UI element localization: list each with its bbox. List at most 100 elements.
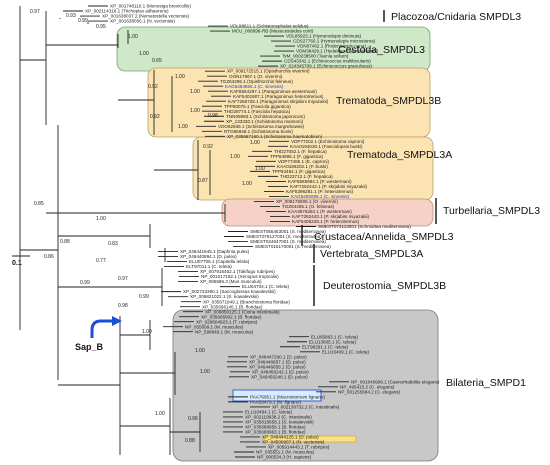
label-trematoda-b: Trematoda_SMPDL3B [336,95,441,107]
bootstrap-value: 0.99 [139,294,149,300]
leaf-label: ELT98291.1 (C. teleta) [302,344,349,349]
bootstrap-value: 0.95 [96,24,106,30]
leaf-label: OON17967.1 (O. viverrini) [229,74,283,79]
leaf-label: NP_495415.2 (C. elegans) [340,384,395,389]
leaf-label: XP_133330.1 (Schistosoma mansoni) [226,119,304,124]
leaf-label: KAF8564287.1 (Paragonimus westermani) [230,89,317,94]
bilateria-box [172,309,439,462]
leaf-label: NP_055099.1 (M. musculus) [185,324,244,329]
leaf-label: XP_024345709.1 (Echinococcus granulosus) [280,64,372,69]
leaf-label: XP_046440894.1 (D. pulex) [180,254,237,259]
leaf-label: SMEST015170001 (S. mediterranea) [255,244,331,249]
leaf-label: ELT97011.1 (C. teleta) [186,264,232,269]
label-vertebrata: Vertebrata_SMPDL3A [320,248,423,260]
leaf-label: XP_035606002.1 (B. floridae) [201,314,262,319]
leaf-label: VDN07462.1 (Rodentolepis nana) [297,44,366,49]
leaf-label: ELU10494.1 (C. teleta) [245,410,292,415]
leaf-label: XP_002733390.1 (Saccoglossus kowalevskii… [183,289,276,294]
bootstrap-value: 1.00 [250,140,260,146]
leaf-label: XP_046444125.1 (D. pulex) [262,435,319,440]
leaf-label: VDL85923.1 (Hymenolepis diminuta) [286,34,362,39]
bootstrap-value: 1.00 [128,34,138,40]
bootstrap-value: 0.92 [150,114,160,120]
leaf-label: XP_046456248.1 (D. pulex) [251,374,308,379]
bootstrap-value: 0.99 [78,18,88,24]
leaf-label: XP_035818658.1 (S. kowalevskii) [245,420,314,425]
leaf-label: XP_005914443.1 (T. rubripes) [268,445,330,450]
leaf-label: NP_001255684.2 (C. elegans) [338,389,401,394]
leaf-label: KAF5406229.1 (P. heterotremus) [292,219,360,224]
leaf-label: NP_001040996.1 (Caenorhabditis elegans) [351,379,440,384]
bootstrap-value: 1.00 [195,348,205,354]
label-placozoa: Placozoa/Cnidaria SMPDL3 [391,11,521,23]
turbellaria-box [221,198,434,227]
leaf-label: XP_009850125.1 (Ciona intestinalis) [205,309,280,314]
scale-label: 0.1 [12,260,22,267]
bootstrap-value: 0.98 [208,113,218,119]
leaf-label: SMEST078127001 (S. mediterranea) [246,234,322,239]
leaf-label: XP_046447290.1 (D. pulex) [250,354,307,359]
leaf-label: KAF5396281.1 (P. heterotremus) [286,189,354,194]
bootstrap-value: 0.65 [152,58,162,64]
leaf-label: THD27052.1 (F. hepatica) [274,149,327,154]
bootstrap-value: 0.88 [185,438,195,444]
leaf-label: NP_001017162.1 (Xenopus tropicalis) [201,274,279,279]
leaf-label: KAA0194030.1 (Fasciolopsis buski) [290,144,363,149]
leaf-label: ELU05863.1 (C. teleta) [311,334,358,339]
leaf-label: KAG5454866.1 (C. sinensis) [225,84,284,89]
label-trematoda-a: Trematoda_SMPDL3A [347,149,452,161]
leaf-label: TPP60075.1 (Fasciola gigantica) [224,104,291,109]
label-turbellaria: Turbellaria_SMPDL3 [443,205,540,217]
leaf-label: TPP63484.1 (F. gigantica) [272,169,326,174]
leaf-label: KAA0186202.1 (F. buski) [277,164,328,169]
leaf-label: KAA3676284.1 (P. westermani) [288,209,352,214]
bootstrap-value: 0.83 [108,241,118,247]
bootstrap-value: 0.87 [198,178,208,184]
lignano-highlight [232,389,322,402]
leaf-label: KAF8565984.1 (P. westermani) [288,179,352,184]
bootstrap-value: 0.97 [30,9,40,15]
leaf-label: XP_065586.3 (Mus musculus) [200,279,262,284]
leaf-label: XP_001638056.1 (N. vectensis) [110,19,175,24]
bootstrap-value: 0.93 [66,13,76,19]
bootstrap-value: 1.00 [200,369,210,375]
leaf-label: THD23712.1 (F. hepatica) [280,174,333,179]
bootstrap-value: 1.00 [255,166,265,172]
leaf-label: XP_046446658.1 (D. pulex) [249,364,306,369]
leaf-label: XP_035688958.1 (B. floridae) [245,425,306,430]
leaf-label: VDM38429.1 (Hydatigera taeniaeformis) [296,49,379,54]
leaf-label: TGZ64465.1 (O. felineus) [282,204,335,209]
bootstrap-value: 1.00 [175,74,185,80]
leaf-label: THD28774.1 (Fasciola hepatica) [224,109,291,114]
leaf-label: KAF7262442.1 (P. skrjabini miyazakii) [290,184,367,189]
leaf-label: XP_029604923.1 (T. rubripes) [196,319,258,324]
leaf-label: MCU_006898-RB (Mesocestoides corti) [232,29,314,34]
leaf-label: CDS43342.1 (Echinococcus multilocularis) [284,59,371,64]
leaf-label: KAF7256728.1 (Paragonimus skrjabini miya… [228,99,329,104]
tree-branches [19,5,349,458]
label-deuterostomia: Deuterostomia_SMPDL3B [323,280,446,292]
bootstrap-value: 1.00 [142,329,152,335]
leaf-label: NP_035551.1 (M. musculus) [256,450,315,455]
leaf-label: XP_002119638.2 (C. intestinalis) [245,415,312,420]
bootstrap-value: 0.86 [44,254,54,260]
leaf-label: VDP77485.1 (E. caproni) [278,159,330,164]
leaf-label: VDP77202.1 (Echinostoma caproni) [291,139,365,144]
leaf-label: SMEST055453001 (S. mediterranea) [250,229,326,234]
bootstrap-value: 1.00 [96,216,106,222]
bootstrap-value: 0.98 [118,303,128,309]
bootstrap-value: 0.92 [148,84,158,90]
leaf-label: KAF7262443.1 (P. skrjabini miyazakii) [292,214,369,219]
leaf-label: XP_046441645.1 (Daphnia pulex) [180,249,250,254]
leaf-label: KAG5455085.1 (C. sinensis) [291,194,350,199]
leaf-label: PAA53479.1 (M. lignano) [250,399,301,404]
leaf-label: XP_001638037.2 (Nematostella vectensis) [102,14,190,19]
leaf-label: XP_035587160.1 (Schistosoma haematobium) [227,134,323,139]
bootstrap-value: 1.00 [178,124,188,130]
leaf-label: TsM_000238500 (Taenia solium) [282,54,349,59]
leaf-label: XP_002114316.1 (Trichoplax adhaerens) [85,9,169,14]
bootstrap-values: 0.970.930.990.950.651.001.000.921.001.00… [30,9,265,444]
sap-b-label: Sap_B [75,342,104,352]
leaf-label: SMEST073113001 (Schmidtea mediterranea) [318,224,411,229]
